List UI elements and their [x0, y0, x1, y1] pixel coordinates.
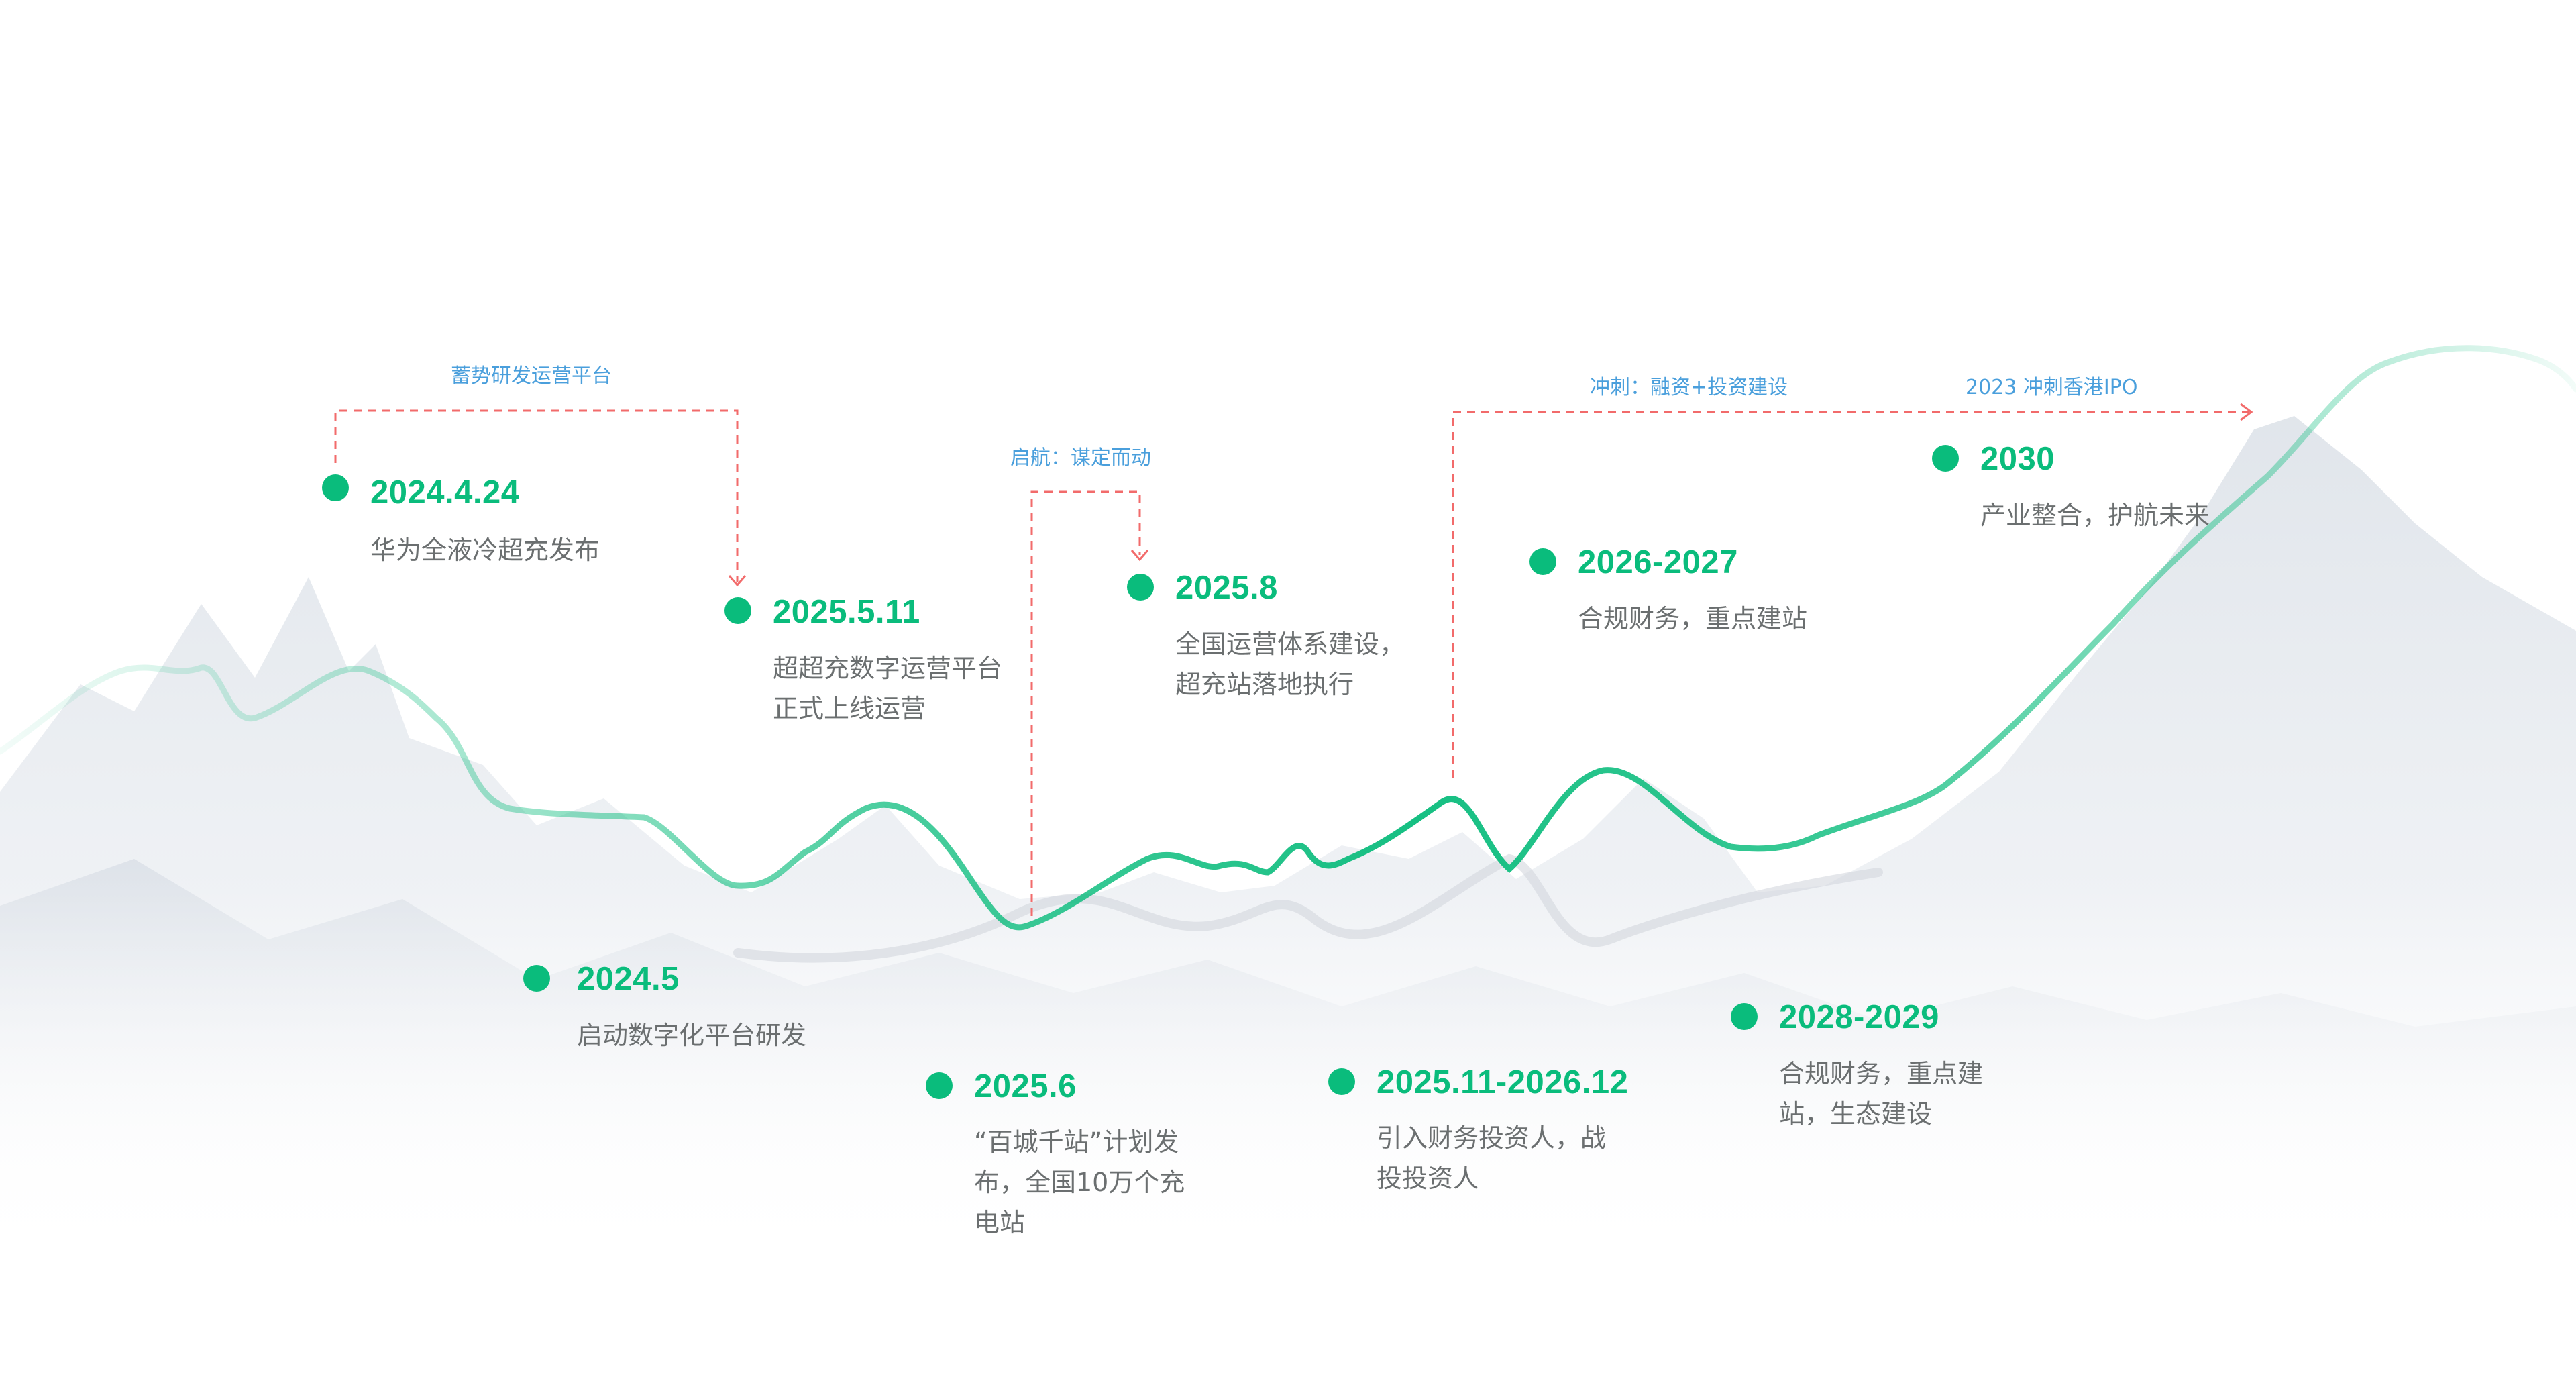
milestone-desc: 全国运营体系建设， 超充站落地执行: [1175, 629, 1405, 699]
milestone-desc: 引入财务投资人，战 投投资人: [1377, 1123, 1607, 1193]
milestone-dot-icon: [523, 965, 550, 992]
milestone-date: 2024.4.24: [370, 474, 520, 511]
milestone-date: 2028-2029: [1779, 999, 1939, 1035]
milestone-desc: 华为全液冷超充发布: [370, 535, 600, 565]
phase-label-launch: 启航：谋定而动: [1010, 446, 1151, 470]
milestone-dot-icon: [926, 1072, 953, 1099]
milestone-dot-icon: [1127, 574, 1154, 601]
phase-label-sprint: 冲刺：融资+投资建设: [1590, 376, 1788, 399]
milestone-dot-icon: [1529, 548, 1556, 575]
milestone-date: 2025.6: [974, 1068, 1077, 1104]
milestone-dot-icon: [724, 597, 751, 624]
milestone-desc: 启动数字化平台研发: [577, 1021, 807, 1050]
arrowheads: [728, 403, 2253, 587]
milestone-date: 2025.11-2026.12: [1377, 1064, 1629, 1100]
milestone-date: 2024.5: [577, 961, 680, 997]
milestone-date: 2030: [1980, 441, 2055, 477]
phase-label-ipo: 2023 冲刺香港IPO: [1966, 376, 2138, 399]
milestone-desc: 合规财务，重点建站: [1578, 604, 1808, 633]
milestone-desc: 合规财务，重点建 站，生态建设: [1779, 1059, 1984, 1129]
milestone-desc: 产业整合，护航未来: [1980, 501, 2210, 530]
milestone-dot-icon: [1932, 445, 1959, 472]
milestone-dot-icon: [1731, 1003, 1758, 1030]
milestone-desc: 超超充数字运营平台 正式上线运营: [773, 654, 1003, 723]
phase-label-research: 蓄势研发运营平台: [451, 364, 612, 388]
milestone-dot-icon: [1328, 1068, 1355, 1095]
milestone-date: 2026-2027: [1578, 544, 1738, 580]
milestone-date: 2025.8: [1175, 570, 1278, 606]
milestone-desc: “百城千站”计划发 布，全国10万个充 电站: [974, 1127, 1185, 1237]
milestone-date: 2025.5.11: [773, 594, 920, 630]
milestone-dot-icon: [322, 474, 349, 501]
